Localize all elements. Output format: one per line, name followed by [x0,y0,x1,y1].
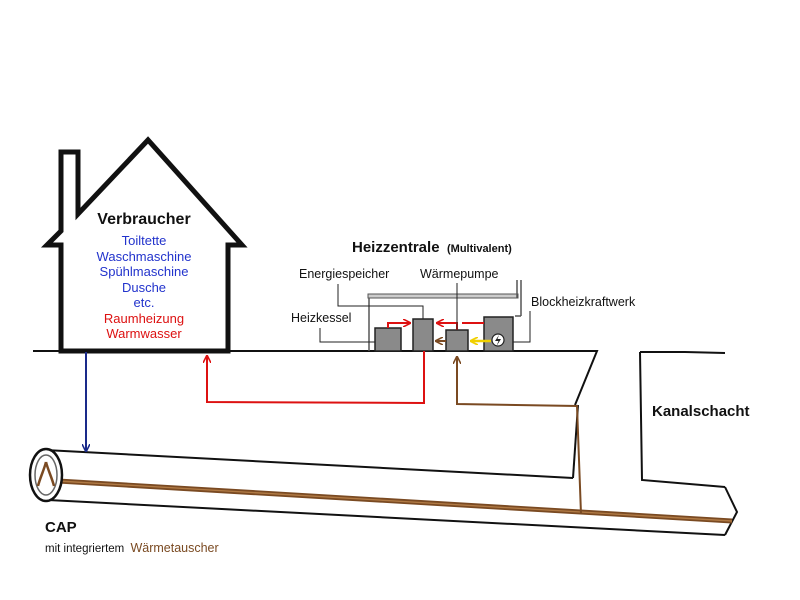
sewer-pipe-bottom [47,499,726,536]
storage-unit [412,318,434,352]
house-outline [40,136,248,354]
pipe-label: CAP [45,519,77,536]
leader-energiespeicher [337,284,424,319]
pipe-cross-section-icon [28,447,64,503]
central-roof [367,293,519,299]
heatpump-unit [445,329,469,352]
flow-heatpump-to-storage [437,323,458,330]
label-heizkessel: Heizkessel [291,311,352,325]
consumer-list: Toiltette Waschmaschine Spühlmaschine Du… [62,233,226,342]
leader-heizkessel [319,328,375,343]
consumer-item-dishwasher: Spühlmaschine [99,264,189,279]
heat-exchanger-line-highlight [57,480,733,522]
shaft-right-wall [639,351,726,488]
central-title-wrap: Heizzentrale (Multivalent) [352,239,512,257]
ground-line [33,350,599,406]
consumer-item-toilet: Toiltette [121,233,167,248]
shaft-label: Kanalschacht [652,403,750,420]
pipe-sublabel-highlight: Wärmetauscher [130,541,219,555]
consumer-item-etc: etc. [133,295,155,310]
flow-boiler-to-storage [387,323,410,328]
label-waermepumpe: Wärmepumpe [420,267,499,281]
flow-heating-supply [207,351,425,405]
consumer-item-washing-machine: Waschmaschine [96,248,192,264]
pipe-sublabel: mit integriertem Wärmetauscher [45,541,219,555]
consumer-title: Verbraucher [97,211,191,228]
flow-heat-from-sewer [457,357,582,515]
chimney [515,280,522,317]
lightning-icon [491,333,505,347]
label-blockheizkraftwerk: Blockheizkraftwerk [531,295,636,309]
sewer-pipe-top [44,449,574,479]
consumer-item-room-heating: Raumheizung [103,310,185,326]
pipe-sublabel-prefix: mit integriertem [45,543,125,555]
label-energiespeicher: Energiespeicher [299,267,390,281]
central-subtitle: (Multivalent) [447,243,512,255]
leader-blockheizkraftwerk [513,311,531,343]
consumer-item-shower: Dusche [121,279,167,295]
boiler-unit [374,327,402,352]
sewer-pipe-right-end [724,486,739,536]
consumer-item-hot-water: Warmwasser [106,326,182,341]
central-title: Heizzentrale [352,239,440,256]
